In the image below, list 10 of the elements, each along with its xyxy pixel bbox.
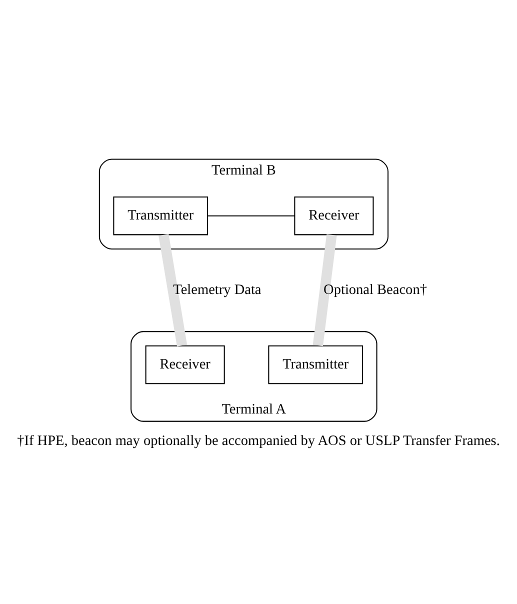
node-box: Transmitter [113, 196, 208, 236]
node-box: Transmitter [268, 345, 364, 384]
edge-label: Telemetry Data [173, 282, 262, 298]
node-box: Receiver [145, 345, 225, 384]
node-box: Receiver [294, 196, 374, 236]
edge-label: Optional Beacon† [324, 282, 427, 298]
caption: †If HPE, beacon may optionally be accompanied by AOS or USLP Transfer Frames. [17, 432, 500, 449]
connector [312, 234, 337, 346]
connector [158, 234, 188, 346]
connector [208, 215, 294, 216]
